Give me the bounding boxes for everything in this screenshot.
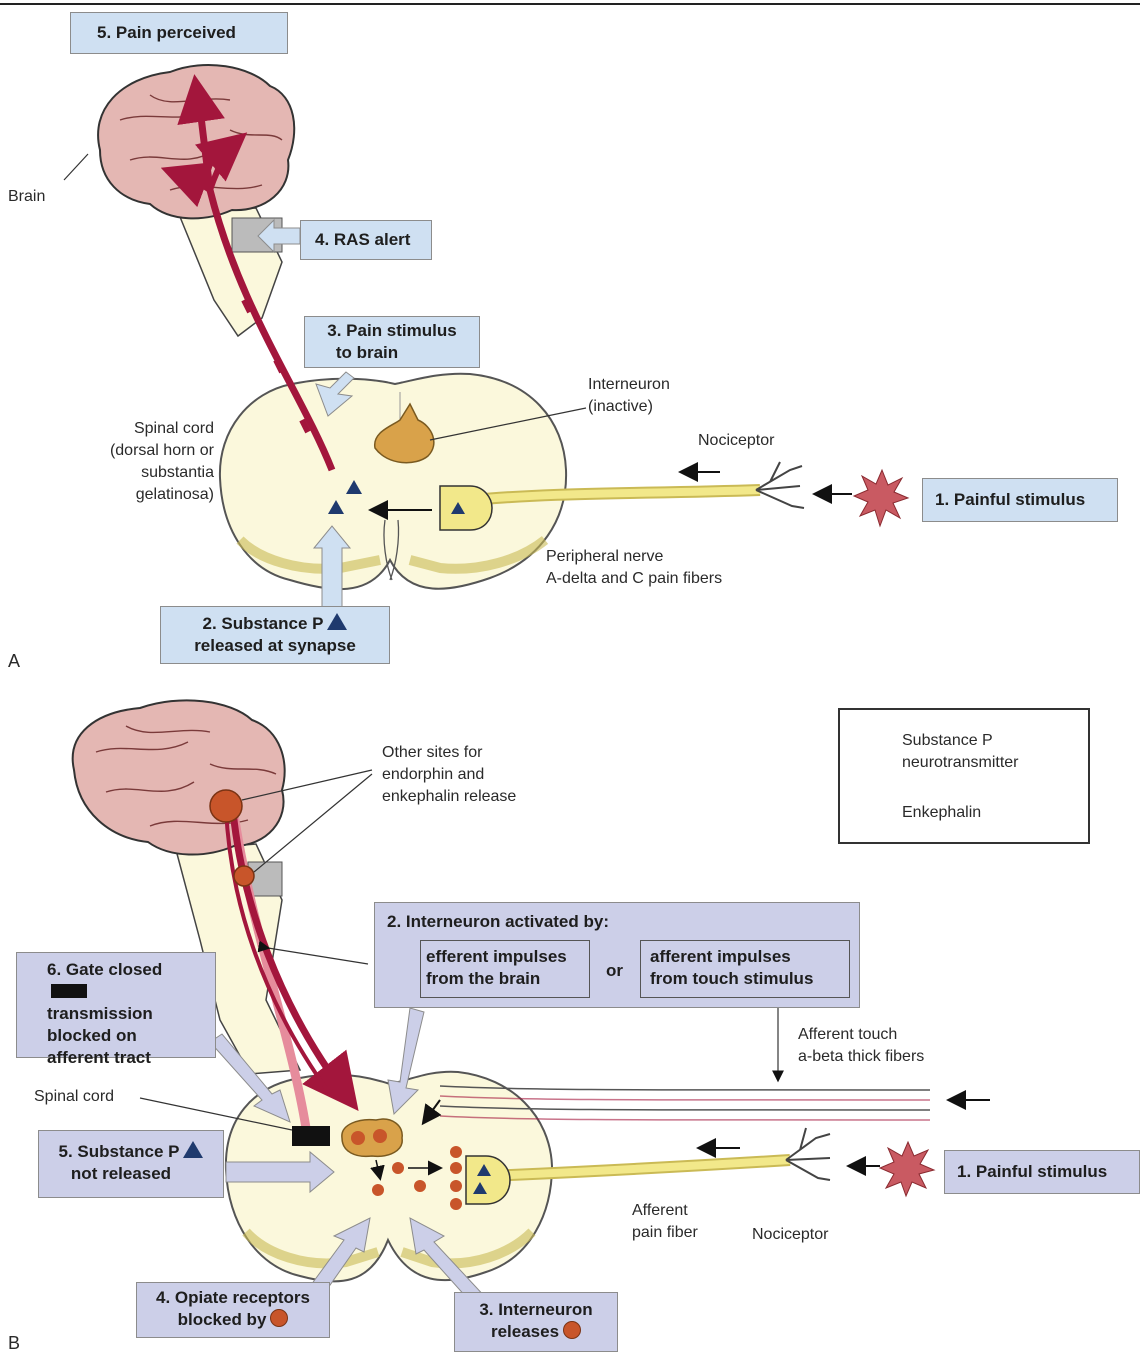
painful-stimulus-star-a	[854, 470, 908, 526]
nociceptor-b	[786, 1128, 830, 1180]
step4-opiate-receptors-b: 4. Opiate receptors blocked by	[136, 1282, 330, 1338]
panel-letter-a: A	[8, 650, 20, 672]
afferent-line2: pain fiber	[632, 1222, 698, 1244]
touch-line1: Afferent touch	[798, 1024, 924, 1046]
legend: Substance P neurotransmitter Enkephalin	[838, 708, 1090, 844]
step3-pain-stimulus-a: 3. Pain stimulus to brain	[304, 316, 480, 368]
step3-line2-a: to brain	[265, 342, 469, 364]
step5-pain-perceived-a: 5. Pain perceived	[70, 12, 288, 54]
step1-text-a: 1. Painful stimulus	[935, 490, 1085, 509]
spinal-line3-a: substantia	[74, 462, 214, 484]
step2-left-line2: from the brain	[426, 968, 567, 990]
spinal-line2-a: (dorsal horn or	[74, 440, 214, 462]
step3-line1-a: 3. Pain stimulus	[315, 320, 469, 342]
step4-line1-b: 4. Opiate receptors	[145, 1287, 321, 1309]
step4-text-a: 4. RAS alert	[315, 230, 410, 249]
step3-interneuron-releases-b: 3. Interneuron releases	[454, 1292, 618, 1352]
enkephalin-site-stem	[234, 866, 254, 886]
afferent-line1: Afferent	[632, 1200, 698, 1222]
step2-substance-p-a: 2. Substance P released at synapse	[160, 606, 390, 664]
afferent-pain-fiber-label-b: Afferent pain fiber	[632, 1200, 698, 1244]
interneuron-line1-a: Interneuron	[588, 374, 670, 396]
step1-painful-stimulus-a: 1. Painful stimulus	[922, 478, 1118, 522]
step6-gate-closed-b: 6. Gate closed transmission blocked on a…	[16, 952, 216, 1058]
enkephalin-dot-icon-b	[563, 1321, 581, 1339]
step2-left-line1: efferent impulses	[426, 946, 567, 968]
step2-right-line2: from touch stimulus	[650, 968, 813, 990]
step5-substance-p-not-released-b: 5. Substance P not released	[38, 1130, 224, 1198]
step4-line2-b: blocked by	[178, 1310, 267, 1329]
peripheral-line1-a: Peripheral nerve	[546, 546, 722, 568]
gate-closed-block	[292, 1126, 330, 1146]
legend-enkephalin: Enkephalin	[902, 802, 981, 824]
step5-text-a: 5. Pain perceived	[97, 23, 236, 42]
enkephalin-dot-icon	[270, 1309, 288, 1327]
nociceptor-label-a: Nociceptor	[698, 430, 774, 452]
step6-line1: 6. Gate closed	[47, 960, 162, 979]
step5-line2-b: not released	[27, 1163, 215, 1185]
touch-line2: a-beta thick fibers	[798, 1046, 924, 1068]
other-sites-line2: endorphin and	[382, 764, 516, 786]
panel-letter-b: B	[8, 1332, 20, 1354]
spinal-cord-label-a: Spinal cord (dorsal horn or substantia g…	[74, 418, 214, 506]
step1-painful-stimulus-b: 1. Painful stimulus	[944, 1150, 1140, 1194]
other-sites-label-b: Other sites for endorphin and enkephalin…	[382, 742, 516, 808]
other-sites-line3: enkephalin release	[382, 786, 516, 808]
nociceptor-a	[756, 462, 804, 508]
step5-line1-b: 5. Substance P	[59, 1142, 180, 1161]
legend-substance-p: Substance P neurotransmitter	[902, 730, 1019, 774]
step3-line1-b: 3. Interneuron	[463, 1299, 609, 1321]
step4-ras-alert-a: 4. RAS alert	[300, 220, 432, 260]
interneuron-b	[342, 1119, 402, 1156]
brain-b	[73, 700, 285, 854]
substance-p-triangle-icon-b	[183, 1141, 203, 1158]
spinal-line4-a: gelatinosa)	[74, 484, 214, 506]
spinal-line1-a: Spinal cord	[74, 418, 214, 440]
interneuron-line2-a: (inactive)	[588, 396, 670, 418]
step2-left-text: efferent impulses from the brain	[426, 946, 567, 990]
interneuron-label-a: Interneuron (inactive)	[588, 374, 670, 418]
step3-line2-b: releases	[491, 1322, 559, 1341]
legend-sp-line2: neurotransmitter	[902, 752, 1019, 774]
peripheral-line2-a: A-delta and C pain fibers	[546, 568, 722, 590]
step2-or: or	[606, 960, 623, 982]
legend-sp-line1: Substance P	[902, 730, 1019, 752]
step2-line1-a: 2. Substance P	[203, 614, 324, 633]
gate-block-icon	[51, 984, 87, 998]
step2-right-text: afferent impulses from touch stimulus	[650, 946, 813, 990]
peripheral-nerve-label-a: Peripheral nerve A-delta and C pain fibe…	[546, 546, 722, 590]
substance-p-triangle-icon	[327, 613, 347, 630]
step6-line3: blocked on	[47, 1025, 185, 1047]
step1-text-b: 1. Painful stimulus	[957, 1162, 1107, 1181]
step6-line4: afferent tract	[47, 1047, 185, 1069]
painful-stimulus-star-b	[880, 1142, 934, 1196]
step6-line2: transmission	[47, 1003, 185, 1025]
step2-right-line1: afferent impulses	[650, 946, 813, 968]
step2-title-b: 2. Interneuron activated by:	[387, 911, 847, 933]
nociceptor-label-b: Nociceptor	[752, 1224, 828, 1246]
spinal-cord-label-b: Spinal cord	[34, 1086, 114, 1108]
enkephalin-site-brain	[210, 790, 242, 822]
other-sites-line1: Other sites for	[382, 742, 516, 764]
step2-line2-a: released at synapse	[171, 635, 379, 657]
afferent-touch-label-b: Afferent touch a-beta thick fibers	[798, 1024, 924, 1068]
brain-label-a: Brain	[8, 186, 45, 208]
